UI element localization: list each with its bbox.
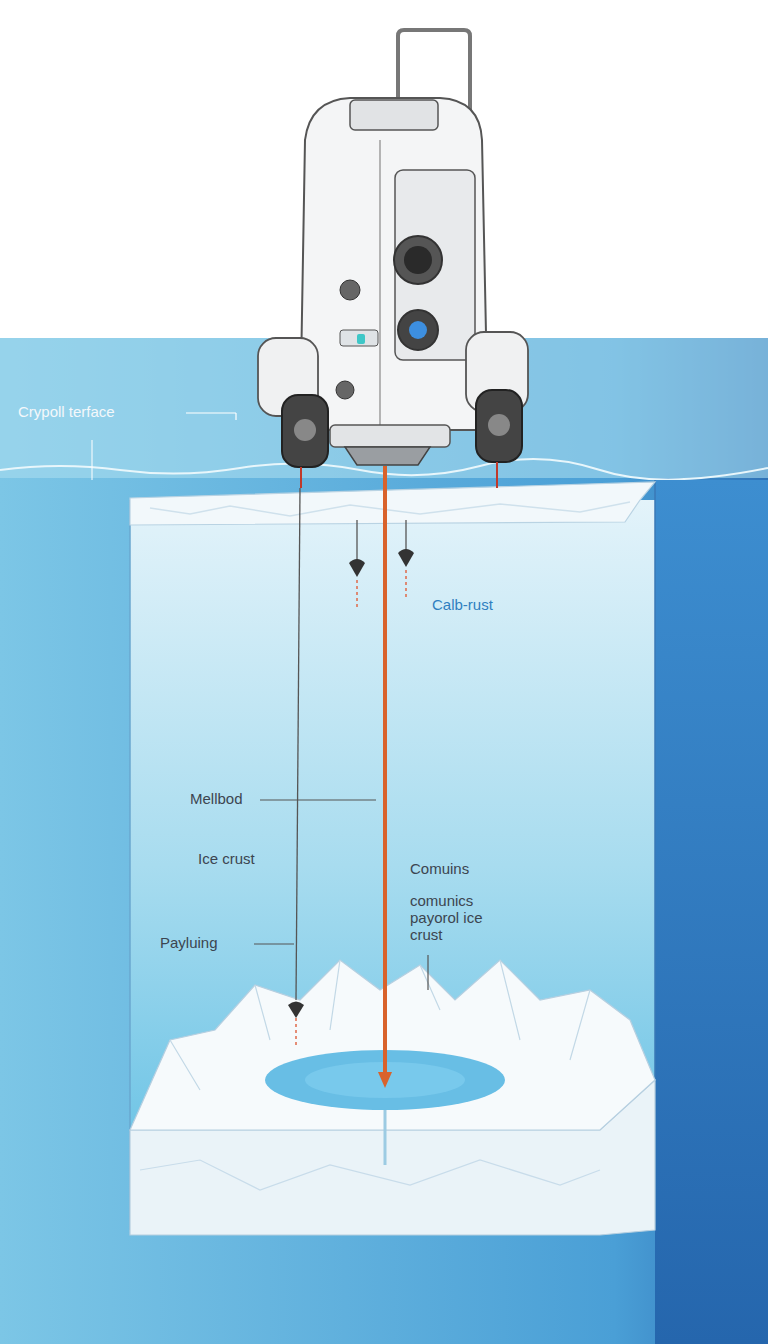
leader-line: [427, 955, 428, 990]
robot-lens: [394, 236, 442, 284]
melt-probe-rod: [383, 466, 387, 1075]
part-label: Ice crust: [198, 850, 255, 868]
wheel: [282, 395, 328, 467]
ice-ridges: [130, 960, 655, 1130]
leader-line: [254, 943, 294, 944]
leader-line: [260, 799, 376, 800]
part-label: comunics payorol ice crust: [410, 892, 500, 943]
top-ice-slab: [130, 482, 655, 525]
tether: [296, 488, 300, 1000]
part-label: Mellbod: [190, 790, 243, 808]
part-label: Payluing: [160, 934, 218, 952]
leader-line: [186, 412, 236, 413]
sea: [0, 338, 768, 1344]
part-label: Calb-rust: [432, 596, 493, 614]
part-label: Crypoll terface: [18, 403, 115, 421]
probe: [349, 559, 365, 577]
ice-shaft: [130, 500, 655, 1230]
part-label: Comuins: [410, 860, 469, 878]
robot-body: [300, 98, 488, 430]
shaft-side: [655, 480, 768, 1344]
